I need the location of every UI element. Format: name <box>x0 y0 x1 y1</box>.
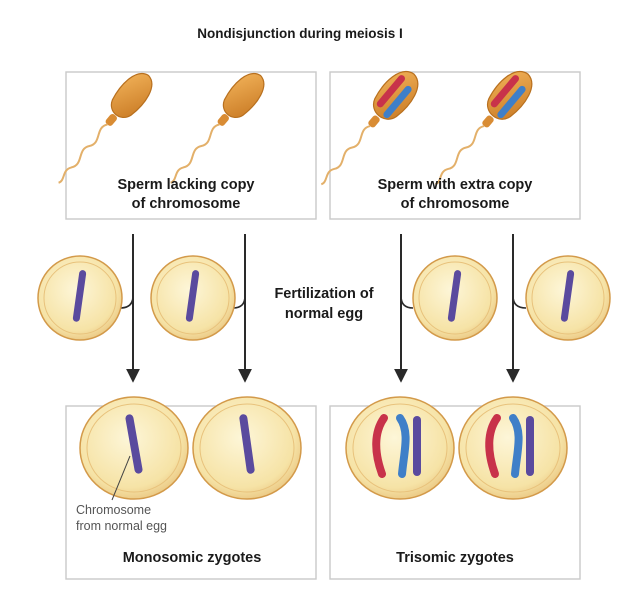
caption-sperm-lacking-line1: Sperm lacking copy <box>118 177 255 193</box>
purple-chromosome <box>185 270 200 322</box>
sperm-extra-1 <box>320 71 419 186</box>
annotation-pointer <box>111 455 131 501</box>
purple-chromosome <box>72 270 87 322</box>
top-right-panel <box>329 71 581 220</box>
purple-chromosome <box>526 416 534 476</box>
blue-chromosome <box>509 414 523 478</box>
egg-connector-1 <box>119 295 134 309</box>
caption-sperm-lacking-line2: of chromosome <box>132 196 241 212</box>
caption-trisomic: Trisomic zygotes <box>396 550 514 566</box>
top-left-panel <box>65 71 317 220</box>
diagram-title: Nondisjunction during meiosis I <box>197 26 403 41</box>
sperm-lacking-2 <box>170 73 265 184</box>
sperm-extra-2 <box>434 71 533 186</box>
purple-chromosome <box>447 270 462 322</box>
purple-chromosome <box>239 414 255 474</box>
red-chromosome <box>485 414 501 478</box>
blue-chromosome <box>497 85 526 119</box>
normal-egg-3 <box>412 255 498 341</box>
caption-monosomic: Monosomic zygotes <box>123 550 262 566</box>
trisomic-zygote-1 <box>345 396 455 500</box>
monosomic-zygote-1 <box>79 396 189 500</box>
red-chromosome <box>376 75 405 108</box>
sperm-lacking-1 <box>58 73 153 184</box>
caption-fertilization-line1: Fertilization of <box>274 286 373 302</box>
purple-chromosome <box>560 270 575 322</box>
red-chromosome <box>490 75 519 108</box>
monosomic-zygote-2 <box>192 396 302 500</box>
caption-fertilization-line2: normal egg <box>285 306 363 322</box>
egg-connector-4 <box>512 295 527 309</box>
normal-egg-1 <box>37 255 123 341</box>
caption-sperm-extra-line2: of chromosome <box>401 196 510 212</box>
egg-connector-2 <box>232 295 246 309</box>
trisomic-zygote-2 <box>458 396 568 500</box>
red-chromosome <box>372 414 388 478</box>
normal-egg-2 <box>150 255 236 341</box>
normal-egg-4 <box>525 255 611 341</box>
blue-chromosome <box>383 85 412 119</box>
blue-chromosome <box>396 414 410 478</box>
caption-sperm-extra-line1: Sperm with extra copy <box>378 177 533 193</box>
purple-chromosome <box>125 414 143 474</box>
purple-chromosome <box>413 416 421 476</box>
egg-connector-3 <box>400 295 414 309</box>
annotation-line2: from normal egg <box>76 519 167 533</box>
annotation-line1: Chromosome <box>76 503 151 517</box>
